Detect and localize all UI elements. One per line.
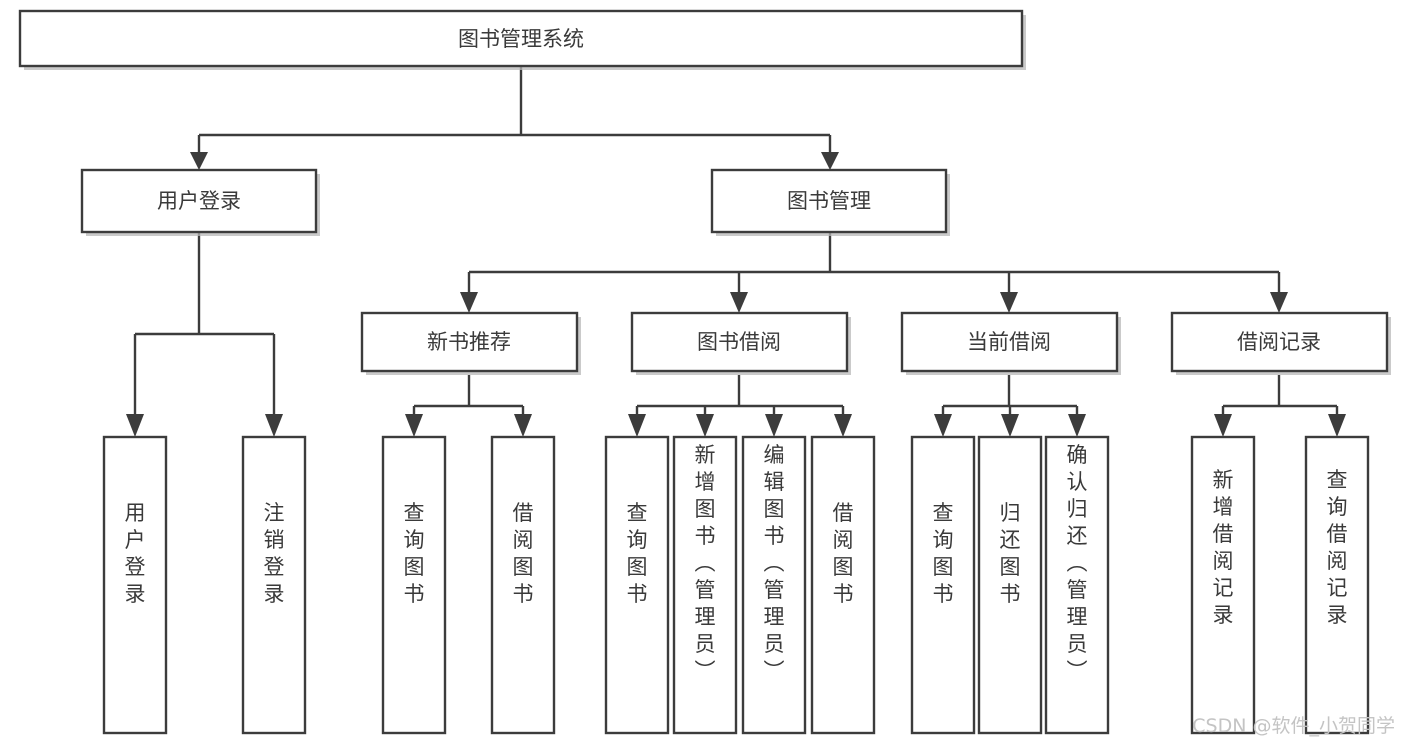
node-leaf-query-borrow-record[interactable]: 查询借阅记录 [1304,435,1370,735]
node-current-borrow[interactable]: 当前借阅 [900,311,1121,375]
arrow-to-leaf-query-book-1 [405,414,423,437]
book-management-box[interactable] [710,168,948,234]
node-leaf-return-book[interactable]: 归还图书 [977,435,1043,735]
arrow-to-leaf-borrow-book-1 [514,414,532,437]
node-book-management[interactable]: 图书管理 [710,168,950,236]
arrow-to-borrow-record [1270,292,1288,313]
arrow-to-leaf-query-book-3 [934,414,952,437]
leaf-user-logout-label: 注销登录 [264,501,285,606]
arrow-to-leaf-edit-book-admin [765,414,783,437]
leaf-query-book-1-box[interactable] [381,435,447,735]
leaf-query-borrow-record-label: 查询借阅记录 [1327,468,1348,627]
arrow-to-leaf-return-book [1001,414,1019,437]
leaf-borrow-book-2-box[interactable] [810,435,876,735]
book-borrow-label: 图书借阅 [697,330,781,354]
node-root[interactable]: 图书管理系统 [18,9,1026,70]
leaf-add-book-admin-box[interactable] [672,435,738,735]
leaf-add-borrow-record-box[interactable] [1190,435,1256,735]
user-login-label: 用户登录 [157,189,241,213]
current-borrow-box[interactable] [900,311,1119,373]
leaf-user-login-box[interactable] [102,435,168,735]
book-management-label: 图书管理 [787,189,871,213]
node-leaf-query-book-2[interactable]: 查询图书 [604,435,670,735]
leaf-edit-book-admin-box[interactable] [741,435,807,735]
node-new-book-recommend[interactable]: 新书推荐 [360,311,581,375]
node-leaf-borrow-book-1[interactable]: 借阅图书 [490,435,556,735]
leaf-return-book-label: 归还图书 [1000,501,1021,606]
new-book-recommend-label: 新书推荐 [427,330,511,354]
current-borrow-label: 当前借阅 [967,330,1051,354]
arrow-to-leaf-query-borrow-record [1328,414,1346,437]
leaf-query-book-1-label: 查询图书 [404,501,425,606]
leaf-edit-book-admin-label: 编辑图书︵管理员︶ [764,443,785,683]
node-leaf-edit-book-admin[interactable]: 编辑图书︵管理员︶ [741,435,807,735]
node-leaf-add-book-admin[interactable]: 新增图书︵管理员︶ [672,435,738,735]
leaf-return-book-box[interactable] [977,435,1043,735]
arrow-to-leaf-borrow-book-2 [834,414,852,437]
leaf-query-book-3-box[interactable] [910,435,976,735]
leaf-user-login-label: 用户登录 [125,501,146,606]
node-book-borrow[interactable]: 图书借阅 [630,311,851,375]
arrow-to-book-borrow [730,292,748,313]
node-leaf-user-login[interactable]: 用户登录 [102,435,168,735]
leaf-nodes-layer: 用户登录 注销登录 查询图书 借阅图书 查询图书 新增图书︵管理员︶ [102,435,1370,735]
leaf-query-book-3-label: 查询图书 [933,501,954,606]
borrow-record-label: 借阅记录 [1237,330,1321,354]
arrow-root-to-book-management [821,152,839,170]
leaf-confirm-return-admin-label: 确认归还︵管理员︶ [1067,443,1088,683]
node-user-login[interactable]: 用户登录 [80,168,320,236]
leaf-confirm-return-admin-box[interactable] [1044,435,1110,735]
leaf-user-logout-box[interactable] [241,435,307,735]
root-box[interactable] [18,9,1024,68]
arrow-to-leaf-confirm-return-admin [1068,414,1086,437]
node-leaf-query-book-1[interactable]: 查询图书 [381,435,447,735]
leaf-query-borrow-record-box[interactable] [1304,435,1370,735]
arrow-to-leaf-add-borrow-record [1214,414,1232,437]
leaf-query-book-2-box[interactable] [604,435,670,735]
arrow-to-leaf-add-book-admin [696,414,714,437]
connector-layer [126,66,1346,437]
node-leaf-confirm-return-admin[interactable]: 确认归还︵管理员︶ [1044,435,1110,735]
node-leaf-query-book-3[interactable]: 查询图书 [910,435,976,735]
new-book-recommend-box[interactable] [360,311,579,373]
arrow-to-new-book-recommend [460,292,478,313]
leaf-borrow-book-2-label: 借阅图书 [833,501,854,606]
node-borrow-record[interactable]: 借阅记录 [1170,311,1391,375]
arrow-to-leaf-user-logout [265,414,283,437]
node-leaf-add-borrow-record[interactable]: 新增借阅记录 [1190,435,1256,735]
leaf-borrow-book-1-box[interactable] [490,435,556,735]
leaf-add-book-admin-label: 新增图书︵管理员︶ [695,443,716,683]
leaf-borrow-book-1-label: 借阅图书 [513,501,534,606]
node-leaf-borrow-book-2[interactable]: 借阅图书 [810,435,876,735]
arrow-to-leaf-query-book-2 [628,414,646,437]
book-borrow-box[interactable] [630,311,849,373]
root-label: 图书管理系统 [458,27,584,51]
csdn-watermark: CSDN @软件_小贺同学 [1192,715,1395,737]
user-login-box[interactable] [80,168,318,234]
arrow-to-current-borrow [1000,292,1018,313]
leaf-query-book-2-label: 查询图书 [627,501,648,606]
borrow-record-box[interactable] [1170,311,1389,373]
leaf-add-borrow-record-label: 新增借阅记录 [1213,468,1234,627]
arrow-to-leaf-user-login [126,414,144,437]
arrow-root-to-user-login [190,152,208,170]
node-leaf-user-logout[interactable]: 注销登录 [241,435,307,735]
